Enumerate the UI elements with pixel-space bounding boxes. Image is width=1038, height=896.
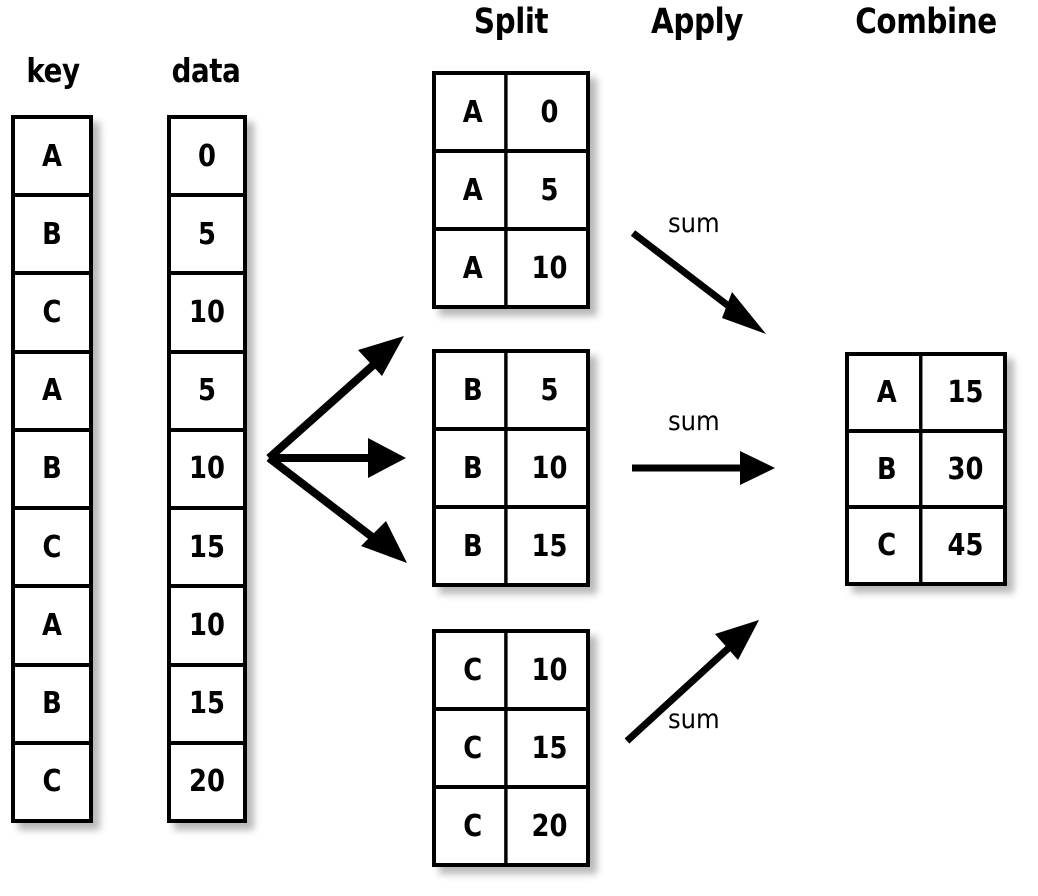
heading-split: Split — [473, 2, 549, 42]
data-cell: 10 — [189, 295, 225, 331]
table-row: C — [15, 745, 89, 819]
value-cell: 20 — [531, 808, 568, 844]
key-cell: B — [441, 509, 508, 583]
key-cell: A — [441, 75, 508, 149]
table-row: C 10 — [436, 633, 586, 711]
data-cell: 20 — [189, 764, 225, 800]
table-row: C — [15, 510, 89, 589]
key-cell: C — [42, 529, 62, 565]
table-row: 0 — [171, 119, 243, 198]
apply-arrow-group-b — [632, 451, 775, 485]
table-row: C 45 — [849, 509, 1003, 583]
table-row: 20 — [171, 745, 243, 819]
table-row: 15 — [171, 667, 243, 745]
key-cell: B — [855, 432, 923, 506]
combine-table: A 15 B 30 C 45 — [845, 352, 1007, 586]
table-row: B 5 — [436, 353, 586, 431]
heading-apply: Apply — [650, 2, 743, 42]
table-row: A 0 — [436, 75, 586, 153]
key-cell: B — [42, 216, 62, 252]
key-cell: C — [441, 789, 508, 863]
table-row: C 15 — [436, 711, 586, 789]
key-cell: C — [441, 633, 508, 707]
heading-combine: Combine — [855, 2, 997, 42]
value-cell: 30 — [947, 451, 984, 487]
value-cell: 10 — [531, 250, 568, 286]
split-arrow-up — [266, 336, 404, 461]
table-row: 5 — [171, 197, 243, 276]
value-cell: 5 — [540, 372, 559, 408]
table-row: 10 — [171, 588, 243, 667]
heading-data: data — [171, 51, 241, 90]
key-cell: A — [42, 138, 62, 174]
key-cell: A — [441, 231, 508, 305]
key-cell: B — [42, 686, 62, 722]
table-row: A 10 — [436, 231, 586, 305]
table-row: C 20 — [436, 789, 586, 863]
data-cell: 10 — [189, 607, 225, 643]
table-row: 10 — [171, 275, 243, 354]
key-cell: C — [855, 509, 923, 583]
key-cell: B — [441, 353, 508, 427]
value-cell: 15 — [531, 528, 568, 564]
table-row: B — [15, 197, 89, 276]
sum-label-group-b: sum — [668, 406, 720, 437]
split-arrow-down — [266, 454, 407, 563]
table-row: B 10 — [436, 431, 586, 509]
value-cell: 15 — [947, 374, 984, 410]
key-cell: A — [42, 607, 62, 643]
sum-label-group-a: sum — [668, 208, 720, 239]
value-cell: 10 — [531, 652, 568, 688]
table-row: B 15 — [436, 509, 586, 583]
value-cell: 45 — [947, 528, 984, 564]
data-cell: 0 — [198, 138, 216, 174]
split-group-a-table: A 0 A 5 A 10 — [432, 71, 590, 309]
table-row: 15 — [171, 510, 243, 589]
apply-arrow-group-a — [630, 230, 766, 334]
split-arrow-middle — [269, 438, 406, 478]
key-cell: C — [42, 764, 62, 800]
value-cell: 0 — [540, 94, 559, 130]
split-group-b-table: B 5 B 10 B 15 — [432, 349, 590, 587]
value-cell: 15 — [531, 730, 568, 766]
key-cell: C — [441, 711, 508, 785]
table-row: A — [15, 354, 89, 432]
table-row: B 30 — [849, 432, 1003, 510]
key-cell: A — [441, 153, 508, 227]
table-row: B — [15, 667, 89, 745]
input-data-table: 0 5 10 5 10 15 10 15 20 — [167, 115, 247, 823]
data-cell: 15 — [189, 529, 225, 565]
value-cell: 10 — [531, 450, 568, 486]
data-cell: 10 — [189, 451, 225, 487]
table-row: 10 — [171, 432, 243, 511]
key-cell: C — [42, 295, 62, 331]
table-row: 5 — [171, 354, 243, 432]
table-row: C — [15, 275, 89, 354]
key-cell: A — [42, 373, 62, 409]
key-cell: B — [42, 451, 62, 487]
split-group-c-table: C 10 C 15 C 20 — [432, 629, 590, 867]
sum-label-group-c: sum — [668, 704, 720, 735]
table-row: A 5 — [436, 153, 586, 231]
table-row: A — [15, 588, 89, 667]
key-cell: A — [855, 356, 923, 429]
value-cell: 5 — [540, 172, 559, 208]
data-cell: 5 — [198, 373, 216, 409]
table-row: A — [15, 119, 89, 198]
table-row: B — [15, 432, 89, 511]
data-cell: 5 — [198, 216, 216, 252]
input-key-table: A B C A B C A B C — [11, 115, 93, 823]
data-cell: 15 — [189, 686, 225, 722]
table-row: A 15 — [849, 356, 1003, 433]
key-cell: B — [441, 431, 508, 505]
heading-key: key — [26, 51, 80, 90]
